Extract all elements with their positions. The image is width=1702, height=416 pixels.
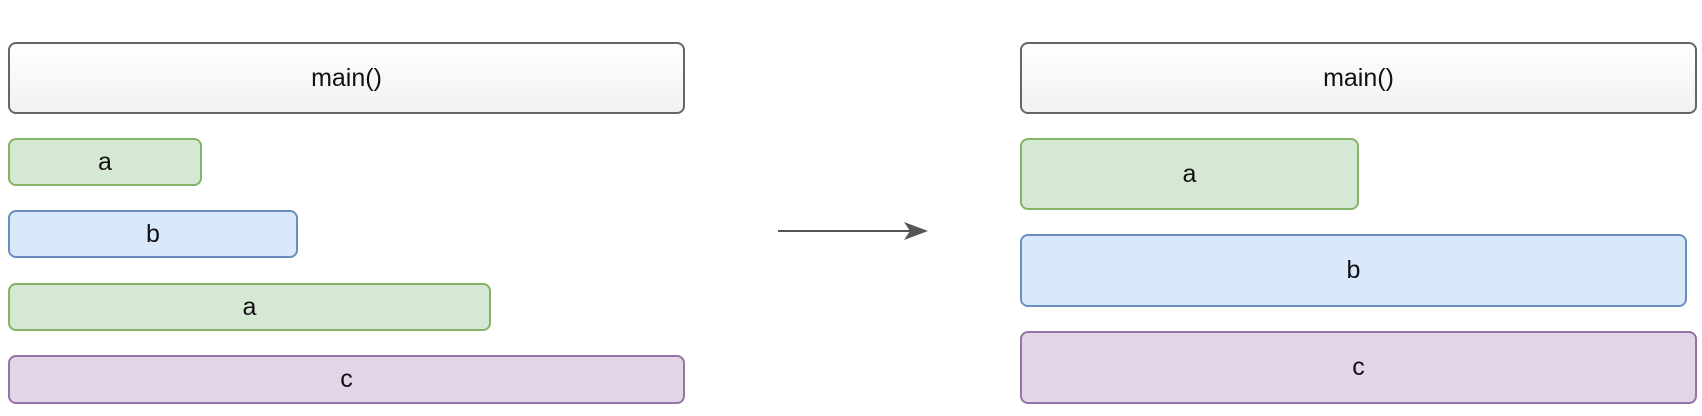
left-block-b: b — [8, 210, 298, 258]
left-block-c: c — [8, 355, 685, 404]
right-block-b-label: b — [1346, 256, 1361, 284]
transform-arrow-icon — [778, 222, 928, 240]
right-block-c-label: c — [1352, 353, 1365, 381]
right-block-c: c — [1020, 331, 1697, 404]
left-block-a-1-label: a — [98, 147, 112, 176]
right-block-b: b — [1020, 234, 1687, 307]
left-block-a-2-label: a — [242, 292, 257, 321]
left-block-a-2: a — [8, 283, 491, 331]
right-block-a-label: a — [1182, 159, 1197, 188]
left-block-c-label: c — [340, 365, 353, 393]
right-main-box: main() — [1020, 42, 1697, 114]
right-main-label: main() — [1323, 63, 1394, 92]
left-main-box: main() — [8, 42, 685, 114]
left-block-b-label: b — [146, 219, 160, 248]
left-block-a-1: a — [8, 138, 202, 186]
left-main-label: main() — [311, 63, 382, 92]
right-block-a: a — [1020, 138, 1359, 210]
